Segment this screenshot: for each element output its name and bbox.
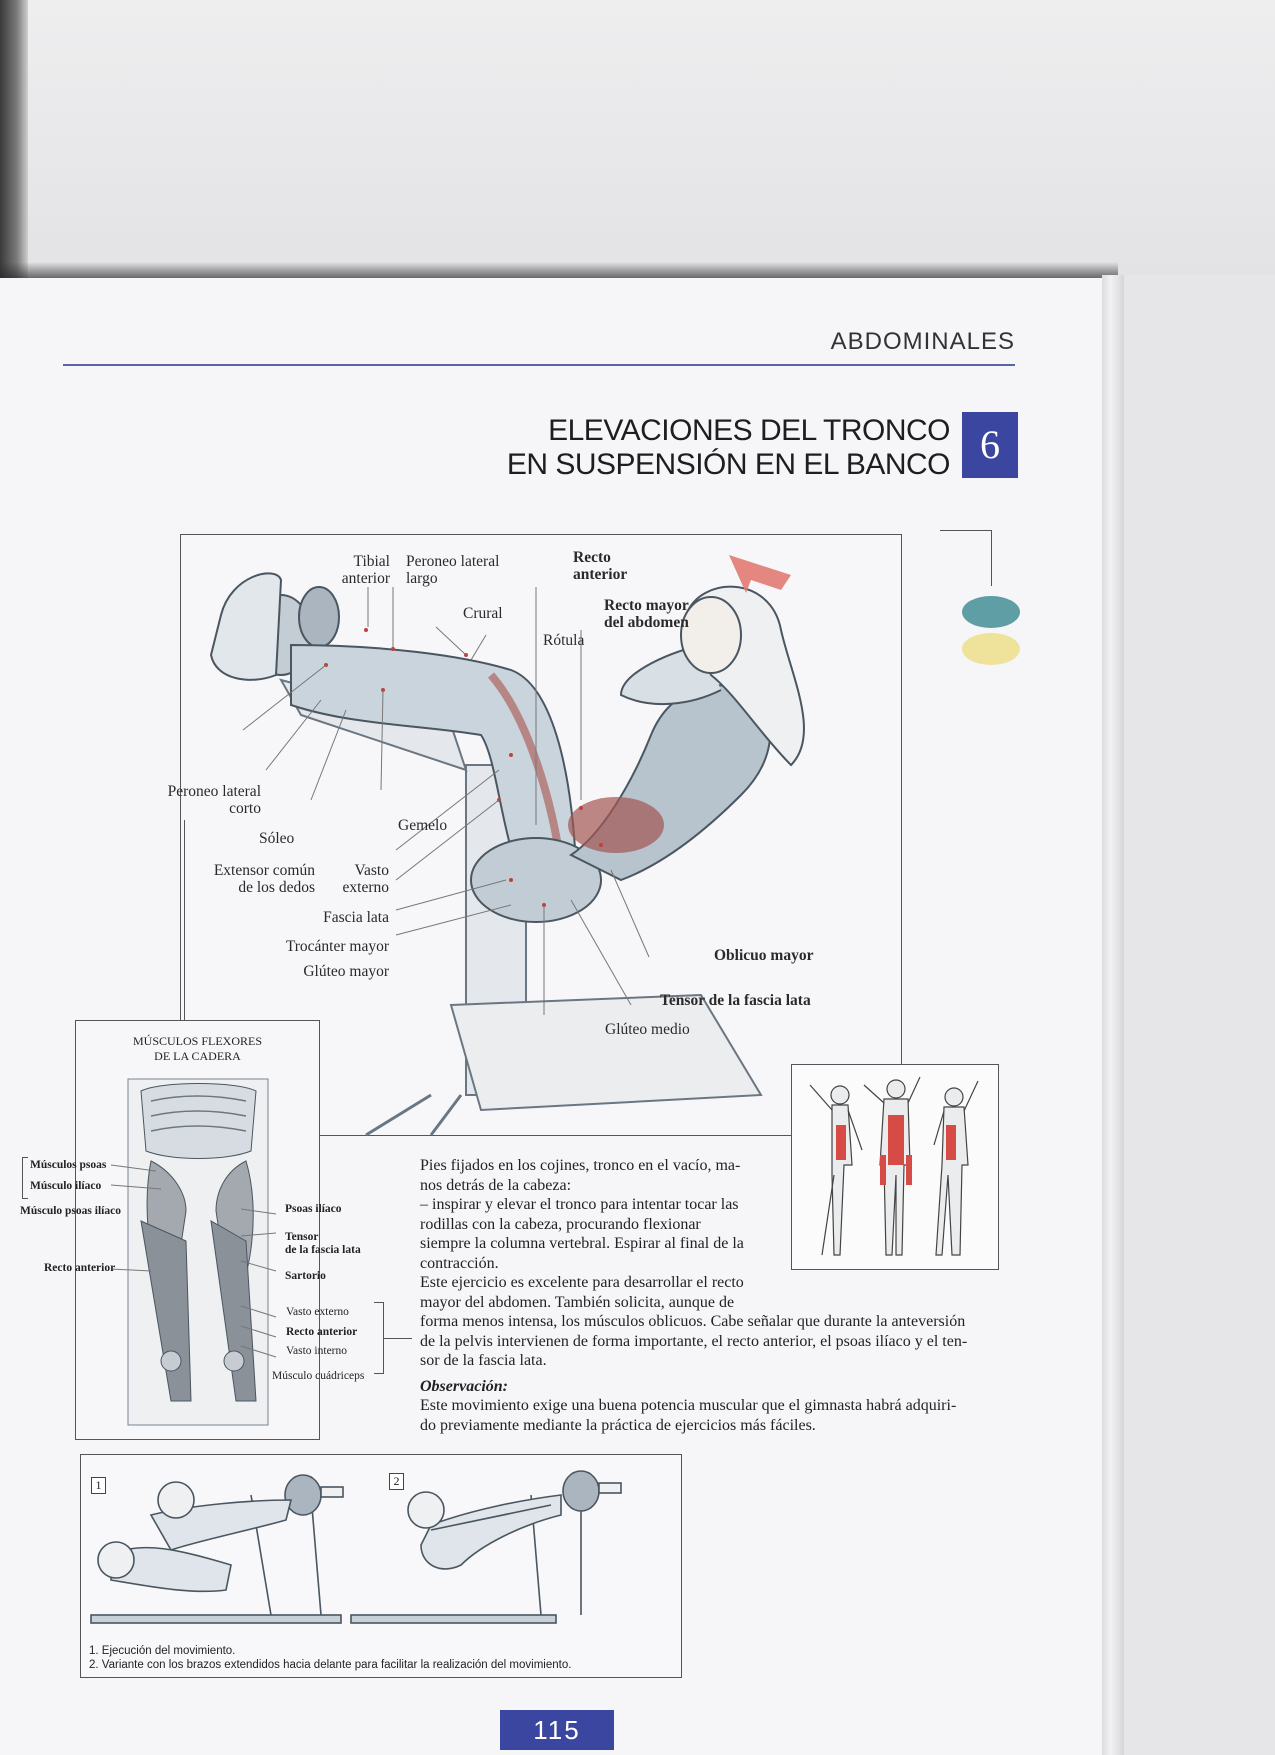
exercise-number-badge: 6 bbox=[962, 412, 1018, 478]
scanner-edge-shadow bbox=[0, 0, 28, 285]
caption-variation-2: 2. Variante con los brazos extendidos ha… bbox=[89, 1659, 572, 1671]
label-vasto-interno: Vasto interno bbox=[286, 1345, 348, 1357]
category-dot-yellow bbox=[962, 633, 1020, 665]
variation1-roller bbox=[284, 1474, 322, 1516]
title-line-1: ELEVACIONES DEL TRONCO bbox=[548, 414, 950, 447]
highlight-obliques-right bbox=[946, 1125, 956, 1160]
header-rule bbox=[63, 364, 1015, 366]
intro-paragraph: Pies fijados en los cojines, tronco en e… bbox=[420, 1157, 741, 1194]
label-psoas-iliaco: Psoas ilíaco bbox=[285, 1203, 342, 1215]
feet bbox=[209, 572, 283, 681]
variation-number-2: 2 bbox=[389, 1473, 404, 1490]
page-shadow bbox=[0, 262, 1118, 280]
hip-anatomy-drawing bbox=[110, 1078, 277, 1426]
bracket-psoas bbox=[22, 1157, 28, 1199]
variations-panel: 1 2 1. Ejecución del movimiento. 2. Var bbox=[80, 1454, 682, 1678]
label-vasto-externo-inset: Vasto externo bbox=[286, 1306, 349, 1318]
inset-connector-line bbox=[184, 820, 185, 1020]
label-musculo-psoas-iliaco: Músculo psoas ilíaco bbox=[20, 1205, 121, 1217]
benefits-paragraph: Este ejercicio es excelente para desarro… bbox=[420, 1274, 968, 1369]
observation-title: Observación: bbox=[420, 1377, 508, 1395]
variation-number-1: 1 bbox=[91, 1477, 106, 1494]
page-edge bbox=[1102, 275, 1124, 1755]
page-number: 115 bbox=[500, 1710, 614, 1750]
head bbox=[680, 596, 742, 674]
hip-flexors-inset bbox=[75, 1020, 320, 1440]
category-dot-teal bbox=[962, 596, 1020, 628]
muscle-map-figures bbox=[791, 1064, 999, 1270]
label-recto-anterior-left: Recto anterior bbox=[44, 1262, 116, 1274]
bench-pad bbox=[449, 993, 763, 1112]
label-rotula: Rótula bbox=[543, 632, 585, 649]
caption-variation-1: 1. Ejecución del movimiento. bbox=[89, 1645, 236, 1657]
scanner-background bbox=[0, 0, 1275, 275]
label-oblicuo-mayor: Oblicuo mayor bbox=[714, 947, 814, 964]
section-label: ABDOMINALES bbox=[830, 328, 1015, 355]
highlight-abs-center bbox=[888, 1115, 904, 1165]
label-musculo-cuadriceps: Músculo cuádriceps bbox=[272, 1370, 365, 1382]
bracket-cuadriceps bbox=[374, 1302, 384, 1374]
label-sartorio: Sartorio bbox=[285, 1270, 326, 1282]
variation1-head-up bbox=[157, 1481, 195, 1519]
label-trocanter-mayor: Trocánter mayor bbox=[285, 938, 389, 955]
label-gluteo-mayor: Glúteo mayor bbox=[303, 963, 389, 980]
bracket-cuadriceps-tick bbox=[384, 1338, 412, 1339]
label-tensor-fascia-lata: Tensor de la fascia lata bbox=[660, 992, 811, 1009]
glutes bbox=[470, 837, 602, 923]
section-connector-line bbox=[940, 530, 992, 586]
label-fascia-lata: Fascia lata bbox=[323, 909, 389, 926]
variation1-head-down bbox=[97, 1541, 135, 1579]
label-crural: Crural bbox=[463, 605, 503, 622]
variation-drawings bbox=[90, 1470, 622, 1624]
label-recto-anterior-inset: Recto anterior bbox=[286, 1326, 358, 1338]
label-musculos-psoas: Músculos psoas bbox=[30, 1159, 107, 1171]
page-title: ELEVACIONES DEL TRONCO EN SUSPENSIÓN EN … bbox=[460, 414, 951, 482]
label-gemelo: Gemelo bbox=[398, 817, 448, 834]
label-gluteo-medio: Glúteo medio bbox=[605, 1021, 690, 1038]
label-musculo-iliaco: Músculo ilíaco bbox=[30, 1180, 102, 1192]
abdominal-highlight bbox=[568, 797, 664, 853]
variation2-head bbox=[407, 1491, 445, 1529]
direction-arrow bbox=[729, 555, 791, 593]
label-soleo: Sóleo bbox=[259, 830, 295, 847]
title-line-2: EN SUSPENSIÓN EN EL BANCO bbox=[506, 448, 951, 481]
observation-block: Observación: Este movimiento exige una b… bbox=[420, 1377, 1000, 1436]
three-body-figures bbox=[809, 1076, 979, 1256]
exercise-description: Pies fijados en los cojines, tronco en e… bbox=[420, 1156, 1000, 1435]
variation2-roller bbox=[562, 1470, 600, 1512]
exercise-drawing bbox=[209, 555, 805, 1137]
highlight-obliques-left bbox=[836, 1125, 846, 1160]
steps-paragraph: – inspirar y elevar el tronco para inten… bbox=[420, 1196, 744, 1272]
